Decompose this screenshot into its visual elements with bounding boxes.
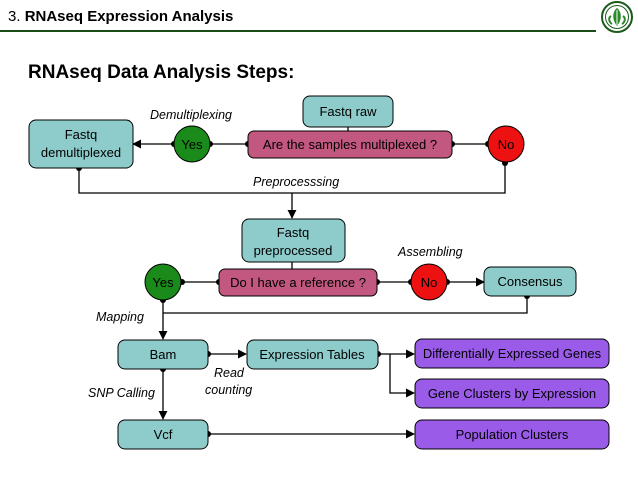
edge-consensus-to-mapping: [163, 296, 528, 314]
label-mapping: Mapping: [96, 310, 144, 324]
slide-title: RNAseq Data Analysis Steps:: [28, 62, 295, 83]
node-no-2: No: [410, 263, 448, 301]
node-label: Expression Tables: [259, 347, 365, 362]
node-label: Fastq raw: [319, 104, 377, 119]
header-divider: [0, 30, 596, 32]
node-label: Yes: [181, 137, 203, 152]
node-vcf: Vcf: [117, 419, 209, 450]
node-expression-tables: Expression Tables: [246, 339, 379, 370]
node-no-1: No: [487, 125, 525, 163]
label-read-counting-line1: Read: [214, 366, 245, 380]
node-question-reference: Do I have a reference ?: [218, 268, 378, 297]
header-title-text: RNAseq Expression Analysis: [24, 8, 234, 25]
node-label: Are the samples multiplexed ?: [263, 137, 437, 152]
label-assembling: Assembling: [397, 245, 463, 259]
label-snp-calling: SNP Calling: [88, 386, 155, 400]
node-label-line2: preprocessed: [254, 243, 333, 258]
node-yes-1: Yes: [173, 125, 211, 163]
node-label: Consensus: [497, 274, 563, 289]
leaf-emblem-icon: [601, 1, 633, 33]
label-preprocessing: Preprocesssing: [253, 175, 339, 189]
node-label: Population Clusters: [456, 427, 569, 442]
node-fastq-raw: Fastq raw: [302, 95, 394, 128]
node-fastq-preprocessed: Fastq preprocessed: [241, 218, 346, 263]
slide-header: 3. RNAseq Expression Analysis: [0, 0, 638, 33]
node-label: Differentially Expressed Genes: [423, 346, 602, 361]
header-number: 3.: [8, 8, 21, 25]
node-fastq-demultiplexed: Fastq demultiplexed: [28, 119, 134, 169]
node-label: Yes: [152, 275, 174, 290]
edge-expression-to-clusters: [389, 354, 415, 398]
label-read-counting-line2: counting: [205, 383, 252, 397]
node-label: Vcf: [154, 427, 173, 442]
node-gene-clusters: Gene Clusters by Expression: [414, 378, 610, 409]
edges: [78, 127, 528, 439]
node-bam: Bam: [117, 339, 209, 370]
node-label: Bam: [150, 347, 177, 362]
label-demultiplexing: Demultiplexing: [150, 108, 232, 122]
node-label: No: [498, 137, 515, 152]
node-label-line1: Fastq: [277, 225, 310, 240]
node-consensus: Consensus: [483, 266, 577, 297]
node-label-line2: demultiplexed: [41, 145, 121, 160]
node-label: Do I have a reference ?: [230, 275, 366, 290]
node-question-multiplexed: Are the samples multiplexed ?: [247, 130, 453, 159]
header-title: 3. RNAseq Expression Analysis: [8, 8, 233, 25]
node-population-clusters: Population Clusters: [414, 419, 610, 450]
node-label: No: [421, 275, 438, 290]
node-label-line1: Fastq: [65, 127, 98, 142]
node-yes-2: Yes: [144, 263, 182, 301]
node-differentially-expressed-genes: Differentially Expressed Genes: [414, 338, 610, 369]
node-label: Gene Clusters by Expression: [428, 386, 596, 401]
